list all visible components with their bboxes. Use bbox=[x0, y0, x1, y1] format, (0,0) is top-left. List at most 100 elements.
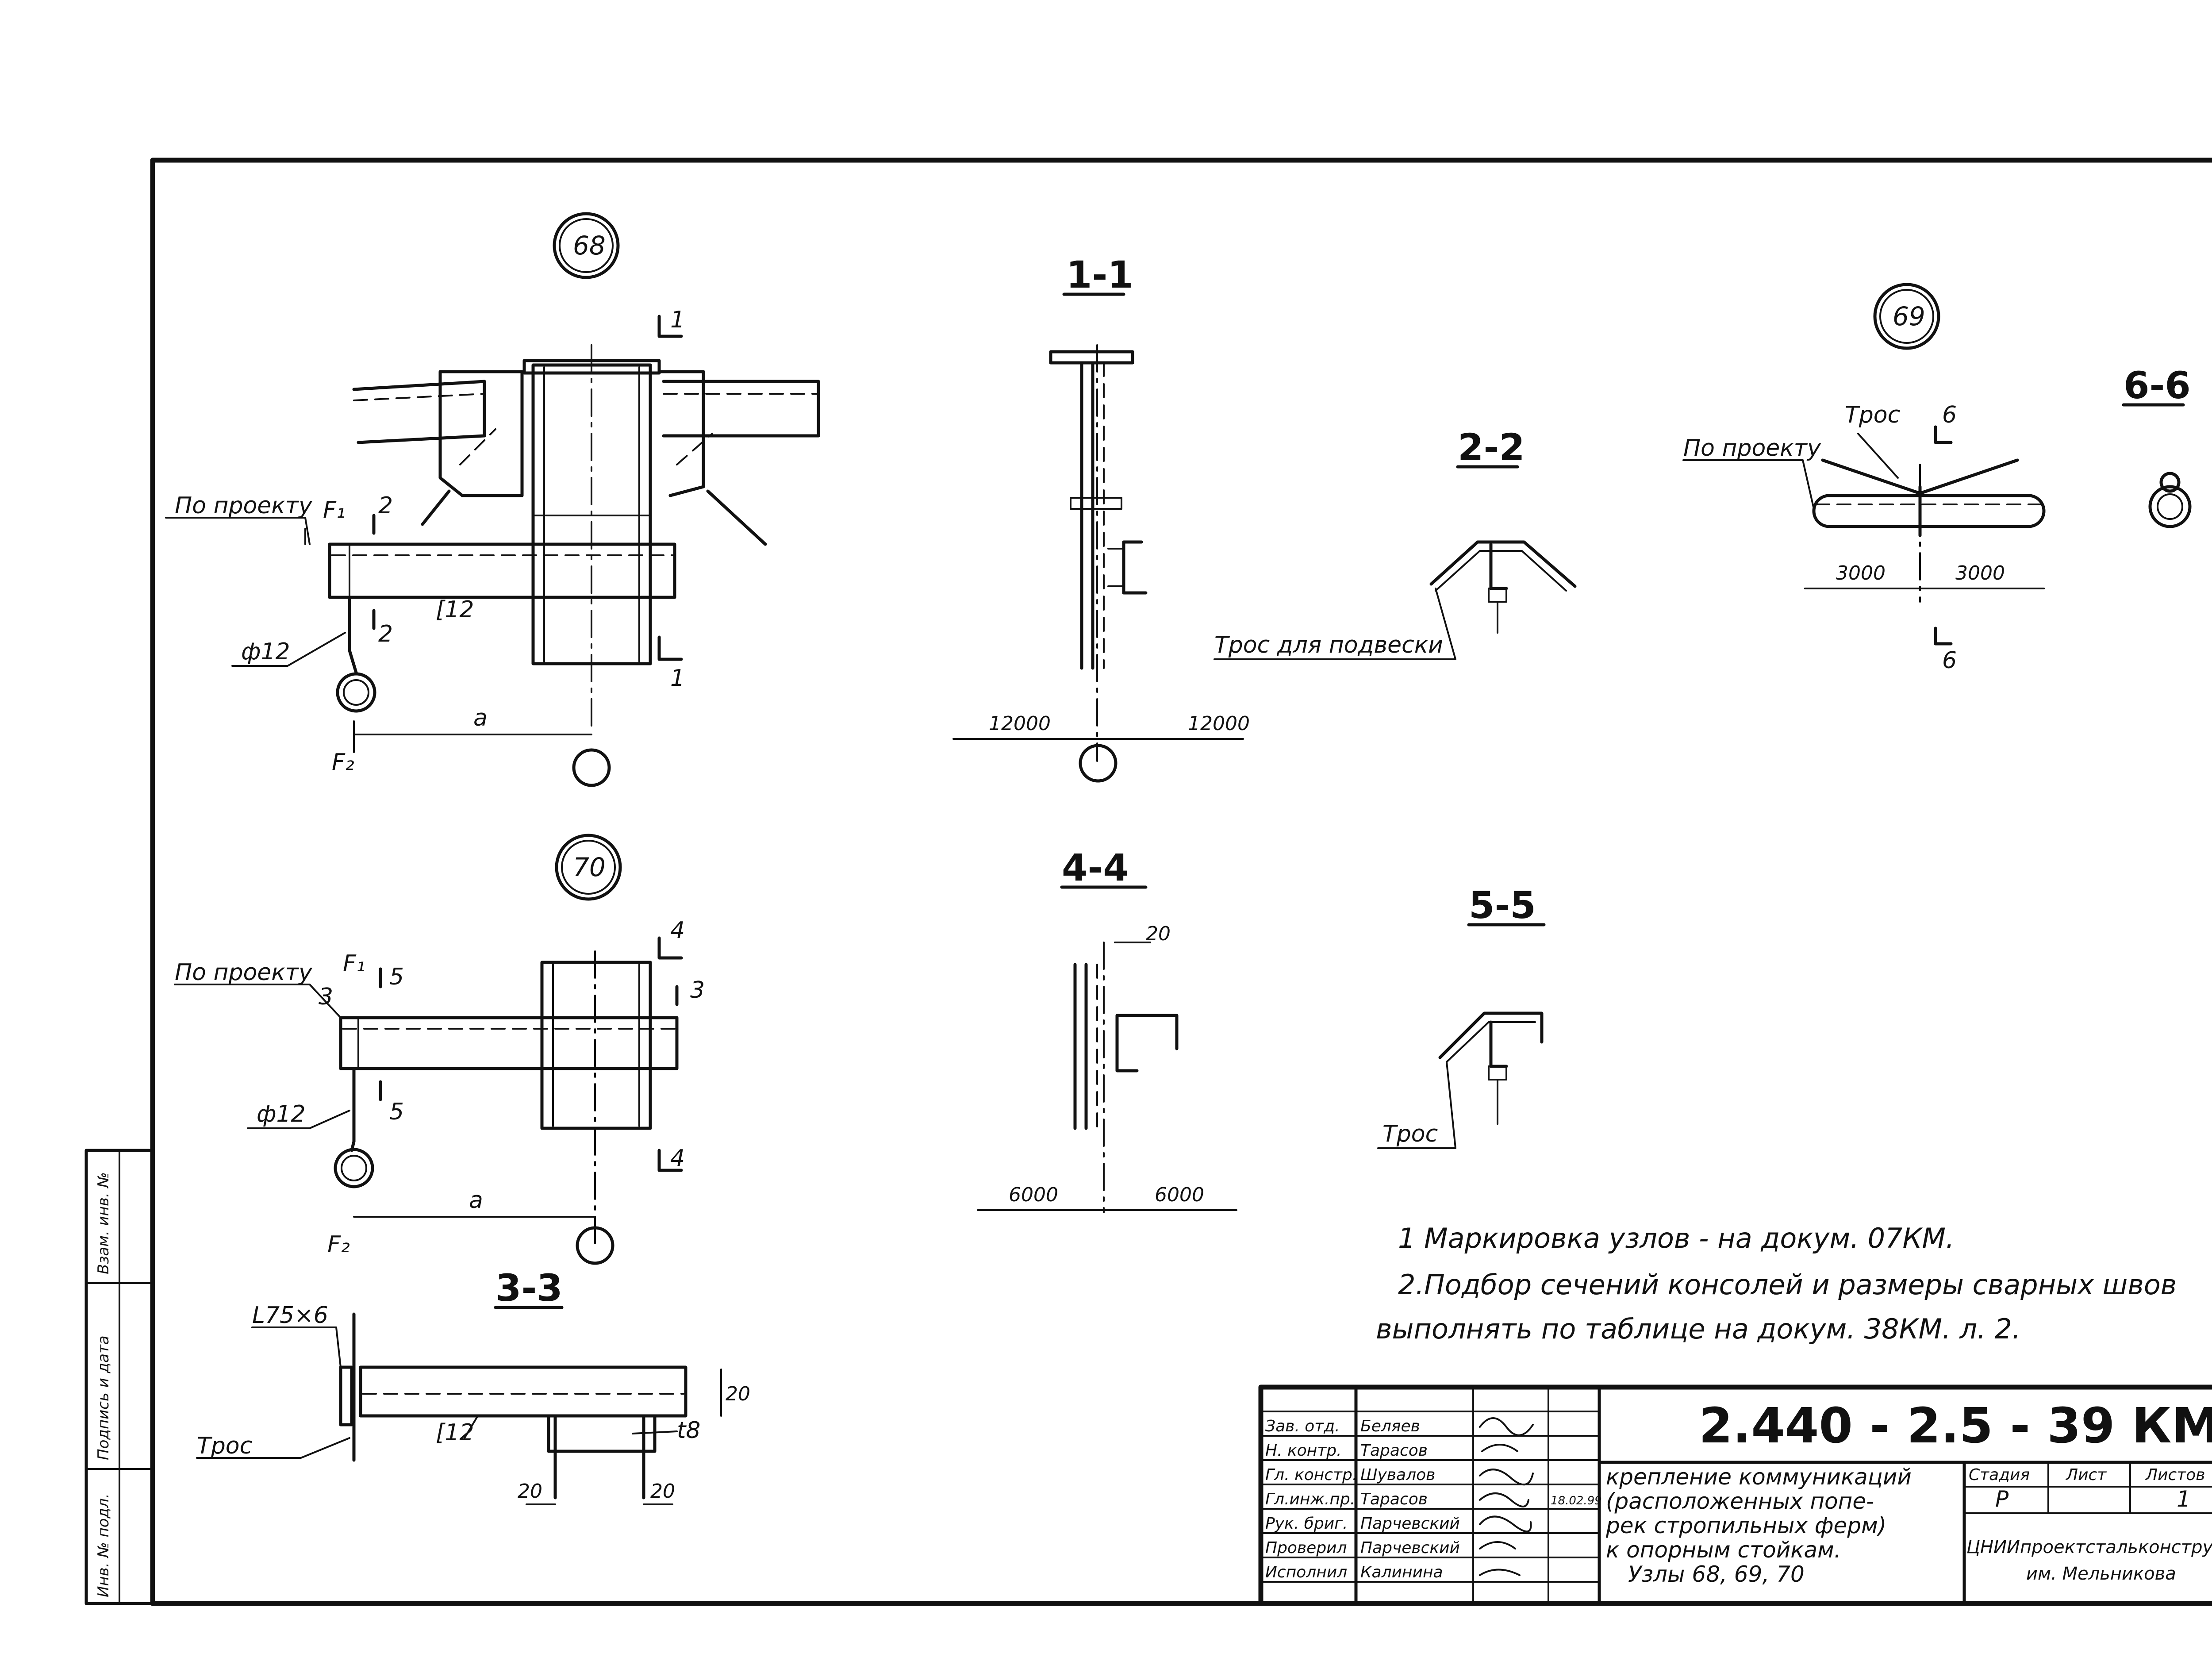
t8-33: t8 bbox=[677, 1417, 700, 1444]
role-5: Проверил bbox=[1265, 1539, 1347, 1557]
signatures bbox=[1479, 1417, 1534, 1576]
tros-33: Трос bbox=[197, 1433, 252, 1459]
cut-2-bottom: 2 bbox=[378, 621, 393, 647]
cut-2-top: 2 bbox=[378, 492, 393, 519]
title-line-2: (расположенных попе- bbox=[1606, 1488, 1874, 1514]
cut-1-top: 1 bbox=[670, 307, 685, 333]
dim-12000-left: 12000 bbox=[989, 712, 1051, 735]
sheet-border bbox=[150, 158, 2212, 1606]
role-2: Гл. констр. bbox=[1265, 1466, 1357, 1484]
po-proektu-69: По проекту bbox=[1683, 435, 1821, 461]
name-2: Шувалов bbox=[1360, 1466, 1435, 1484]
dim-6000-left: 6000 bbox=[1009, 1184, 1058, 1206]
role-4: Рук. бриг. bbox=[1265, 1515, 1348, 1533]
f1-70: F₁ bbox=[343, 950, 365, 977]
org-name-2: им. Мельникова bbox=[2026, 1564, 2176, 1584]
name-6: Калинина bbox=[1360, 1563, 1443, 1581]
dim-20-33-right: 20 bbox=[726, 1383, 750, 1405]
note-1: 1 Маркировка узлов - на докум. 07КМ. bbox=[1398, 1222, 1955, 1254]
node-69-label: 69 bbox=[1893, 301, 1925, 331]
cut-3-left: 3 bbox=[319, 984, 333, 1010]
section-5-5: 5-5 Трос bbox=[1377, 884, 1546, 1149]
role-3: Гл.инж.пр. bbox=[1265, 1490, 1355, 1508]
node-70-marker bbox=[555, 834, 622, 901]
role-6: Исполнил bbox=[1265, 1563, 1347, 1581]
title-line-1: крепление коммуникаций bbox=[1606, 1464, 1912, 1490]
title-line-4: к опорным стойкам. bbox=[1606, 1537, 1841, 1563]
stage-value: Р bbox=[1995, 1486, 2009, 1512]
node-69-detail: 69 По проекту Трос 6 6 3000 3000 bbox=[1682, 283, 2046, 674]
cut-4-top: 4 bbox=[670, 917, 685, 944]
name-3: Тарасов bbox=[1360, 1490, 1428, 1508]
phi12-68: ф12 bbox=[241, 638, 290, 665]
role-0: Зав. отд. bbox=[1265, 1417, 1340, 1435]
cut-5-bottom: 5 bbox=[389, 1099, 404, 1125]
section-3-3-title: 3-3 bbox=[495, 1266, 563, 1310]
name-0: Беляев bbox=[1360, 1417, 1420, 1435]
f1-68: F₁ bbox=[323, 497, 346, 523]
section-1-1: 1-1 12000 12000 bbox=[952, 253, 1250, 783]
document-code: 2.440 - 2.5 - 39 КМ bbox=[1699, 1397, 2212, 1454]
cut-5-top: 5 bbox=[389, 964, 404, 990]
angle-75x6: L75×6 bbox=[252, 1302, 328, 1329]
note-2: 2.Подбор сечений консолей и размеры свар… bbox=[1398, 1269, 2177, 1301]
cut-1-bottom: 1 bbox=[670, 665, 685, 692]
node-68-detail: 68 bbox=[165, 212, 820, 787]
section-6-6: 6-6 bbox=[2122, 364, 2192, 528]
f2-70: F₂ bbox=[327, 1231, 350, 1258]
role-1: Н. контр. bbox=[1265, 1442, 1342, 1460]
title-line-3: рек стропильных ферм) bbox=[1605, 1513, 1886, 1538]
name-4: Парчевский bbox=[1360, 1515, 1460, 1533]
dim-3000-right: 3000 bbox=[1955, 562, 2005, 584]
c12-33: [12 bbox=[436, 1419, 474, 1446]
section-2-2-title: 2-2 bbox=[1458, 426, 1525, 469]
general-notes: 1 Маркировка узлов - на докум. 07КМ. 2.П… bbox=[1376, 1222, 2177, 1345]
node-68-marker bbox=[553, 212, 620, 279]
cut-6-bottom: 6 bbox=[1942, 647, 1957, 674]
dim-a-68: a bbox=[473, 705, 488, 731]
org-name: ЦНИИпроектстальконструкция bbox=[1966, 1537, 2212, 1557]
dim-6000-right: 6000 bbox=[1155, 1184, 1204, 1206]
dim-20-44: 20 bbox=[1146, 923, 1171, 945]
node-70-detail: 70 По проекту F₁ 3 3 4 4 5 5 ф12 a F₂ bbox=[174, 834, 705, 1265]
sheets-value: 1 bbox=[2177, 1486, 2191, 1512]
dim-20-33-right-bottom: 20 bbox=[650, 1480, 675, 1503]
title-line-5: Узлы 68, 69, 70 bbox=[1628, 1561, 1805, 1587]
stamp-vzam-inv: Взам. инв. № bbox=[95, 1172, 112, 1274]
node-68-label: 68 bbox=[573, 231, 606, 261]
node-69-marker bbox=[1873, 283, 1940, 350]
cut-3-right: 3 bbox=[690, 977, 705, 1004]
name-5: Парчевский bbox=[1360, 1539, 1460, 1557]
tros-69: Трос bbox=[1845, 402, 1900, 428]
section-5-5-title: 5-5 bbox=[1469, 884, 1536, 927]
stage-header: Стадия bbox=[1969, 1466, 2030, 1484]
po-proektu-68: По проекту bbox=[175, 492, 313, 519]
section-3-3: 3-3 L75×6 Трос [12 t8 20 20 20 bbox=[196, 1266, 750, 1505]
dim-3000-left: 3000 bbox=[1836, 562, 1886, 584]
sheets-header: Листов bbox=[2145, 1466, 2205, 1484]
section-4-4: 4-4 20 6000 6000 bbox=[977, 846, 1237, 1213]
note-3: выполнять по таблице на докум. 38КМ. л. … bbox=[1376, 1313, 2021, 1345]
dim-12000-right: 12000 bbox=[1188, 712, 1250, 735]
title-block: Зав. отд. Н. контр. Гл. констр. Гл.инж.п… bbox=[1258, 1384, 2212, 1606]
phi12-70: ф12 bbox=[257, 1101, 306, 1127]
node-70-label: 70 bbox=[573, 852, 606, 882]
dim-20-33-left-bottom: 20 bbox=[518, 1480, 542, 1503]
stamp-inv-podl: Инв. № подл. bbox=[95, 1493, 112, 1597]
sign-date: 18.02.99 bbox=[1551, 1494, 1602, 1507]
name-1: Тарасов bbox=[1360, 1442, 1428, 1460]
c12-68: [12 bbox=[436, 596, 474, 623]
tros-podveski-label: Трос для подвески bbox=[1214, 632, 1443, 658]
section-6-6-title: 6-6 bbox=[2124, 364, 2191, 407]
section-2-2: 2-2 Трос для подвески bbox=[1214, 426, 1577, 660]
f2-68: F₂ bbox=[332, 749, 354, 776]
sheet-header: Лист bbox=[2065, 1466, 2107, 1484]
section-4-4-title: 4-4 bbox=[1062, 846, 1129, 889]
po-proektu-70: По проекту bbox=[175, 959, 313, 986]
cut-4-bottom: 4 bbox=[670, 1145, 685, 1172]
side-stamp: Инв. № подл. Подпись и дата Взам. инв. № bbox=[84, 1149, 154, 1605]
cut-6-top: 6 bbox=[1942, 402, 1957, 428]
section-1-1-title: 1-1 bbox=[1066, 253, 1133, 296]
stamp-signature-date: Подпись и дата bbox=[95, 1335, 112, 1460]
